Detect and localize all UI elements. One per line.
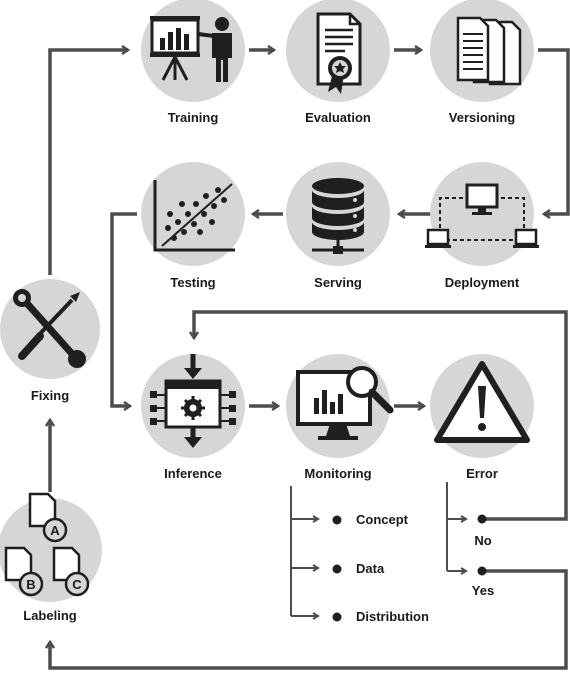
presentation-board-icon <box>150 16 232 82</box>
deployment-label: Deployment <box>445 275 520 290</box>
badge-a: A <box>50 523 60 538</box>
node-labeling: A B C Labeling <box>0 492 102 623</box>
evaluation-label: Evaluation <box>305 110 371 125</box>
node-evaluation: Evaluation <box>286 0 390 125</box>
node-training: Training <box>141 0 245 125</box>
monitoring-label: Monitoring <box>304 466 371 481</box>
bullet-icon <box>332 564 342 574</box>
arrow-testing-to-inference <box>110 212 137 406</box>
arrow-fixing-to-training <box>48 50 128 275</box>
error-label: Error <box>466 466 498 481</box>
monitor-magnifier-icon <box>296 366 394 440</box>
arrow-no-to-inference <box>194 310 568 521</box>
node-testing: Testing <box>141 162 245 290</box>
bullet-icon <box>332 515 342 525</box>
node-fixing: Fixing <box>0 279 100 403</box>
badge-c: C <box>72 577 82 592</box>
monitoring-item-data: Data <box>356 561 385 576</box>
certificate-icon <box>316 12 362 94</box>
labeled-documents-icon: A B C <box>4 492 90 597</box>
serving-label: Serving <box>314 275 362 290</box>
node-versioning: Versioning <box>430 0 534 125</box>
bullet-icon <box>477 514 487 524</box>
monitoring-item-concept: Concept <box>356 512 409 527</box>
wrench-screwdriver-icon <box>13 289 86 368</box>
versioning-label: Versioning <box>449 110 516 125</box>
bullet-icon <box>332 612 342 622</box>
connectors <box>48 48 570 670</box>
bullet-icon <box>477 566 487 576</box>
node-monitoring: Monitoring <box>286 354 394 481</box>
network-computers-icon <box>425 183 539 248</box>
documents-stack-icon <box>456 16 522 86</box>
labeling-label: Labeling <box>23 608 77 623</box>
warning-triangle-icon <box>434 361 530 443</box>
badge-b: B <box>26 577 35 592</box>
error-branch-no: No <box>474 533 491 548</box>
error-branches: No Yes <box>472 514 494 598</box>
fixing-label: Fixing <box>31 388 69 403</box>
node-deployment: Deployment <box>425 162 539 290</box>
node-inference: Inference <box>141 354 245 481</box>
error-branch-yes: Yes <box>472 583 494 598</box>
arrow-versioning-to-deployment <box>538 48 570 214</box>
arrow-yes-to-labeling <box>50 569 568 670</box>
scatter-plot-icon <box>153 180 235 252</box>
database-server-icon <box>312 178 364 254</box>
node-serving: Serving <box>286 162 390 290</box>
training-label: Training <box>168 110 219 125</box>
inference-label: Inference <box>164 466 222 481</box>
monitoring-item-distribution: Distribution <box>356 609 429 624</box>
monitoring-items: Concept Data Distribution <box>332 512 429 624</box>
node-error: Error <box>430 354 534 481</box>
testing-label: Testing <box>170 275 215 290</box>
processing-window-icon <box>150 354 236 448</box>
